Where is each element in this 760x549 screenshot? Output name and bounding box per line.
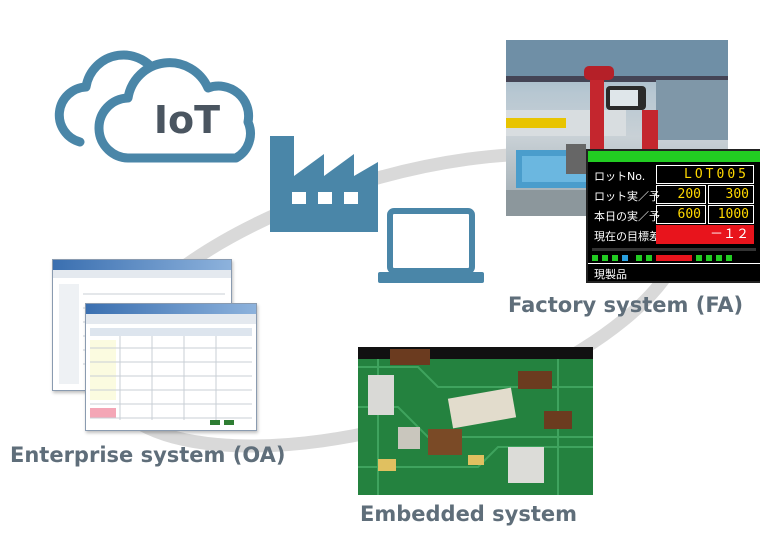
panel-row-value-right: 300	[708, 185, 754, 204]
panel-row-value: LOT005	[656, 165, 754, 184]
iot-label: IoT	[153, 98, 221, 142]
cloud-icon: IoT	[40, 30, 270, 170]
window-titlebar	[86, 304, 256, 314]
panel-row-value-right: 1000	[708, 205, 754, 224]
panel-footer-bar: 現製品	[588, 263, 760, 282]
panel-row-value-left: 600	[656, 205, 706, 224]
panel-row-value: －１２	[656, 225, 754, 244]
panel-row-label: 本日の実／予	[594, 210, 660, 223]
panel-row-label: ロットNo.	[594, 170, 646, 183]
laptop-icon	[378, 208, 484, 283]
production-display-panel: ロットNo. LOT005 ロット実／予 200 300 本日の実／予 600 …	[586, 149, 760, 283]
factory-system-label: Factory system (FA)	[508, 293, 744, 317]
window-toolbar	[86, 314, 256, 324]
enterprise-window-front	[85, 303, 257, 431]
panel-footer-text: 現製品	[594, 268, 627, 281]
enterprise-system-label: Enterprise system (OA)	[10, 443, 286, 467]
factory-icon	[270, 136, 378, 232]
panel-status-indicators	[592, 248, 756, 261]
panel-row-value-left: 200	[656, 185, 706, 204]
panel-header-bar	[588, 151, 760, 162]
window-toolbar	[53, 270, 231, 278]
window-titlebar	[53, 260, 231, 270]
panel-row-label: ロット実／予	[594, 190, 660, 203]
embedded-system-label: Embedded system	[360, 502, 578, 526]
embedded-pcb-photo	[358, 347, 593, 495]
window-table	[90, 328, 252, 425]
panel-row-label: 現在の目標差	[594, 230, 660, 243]
